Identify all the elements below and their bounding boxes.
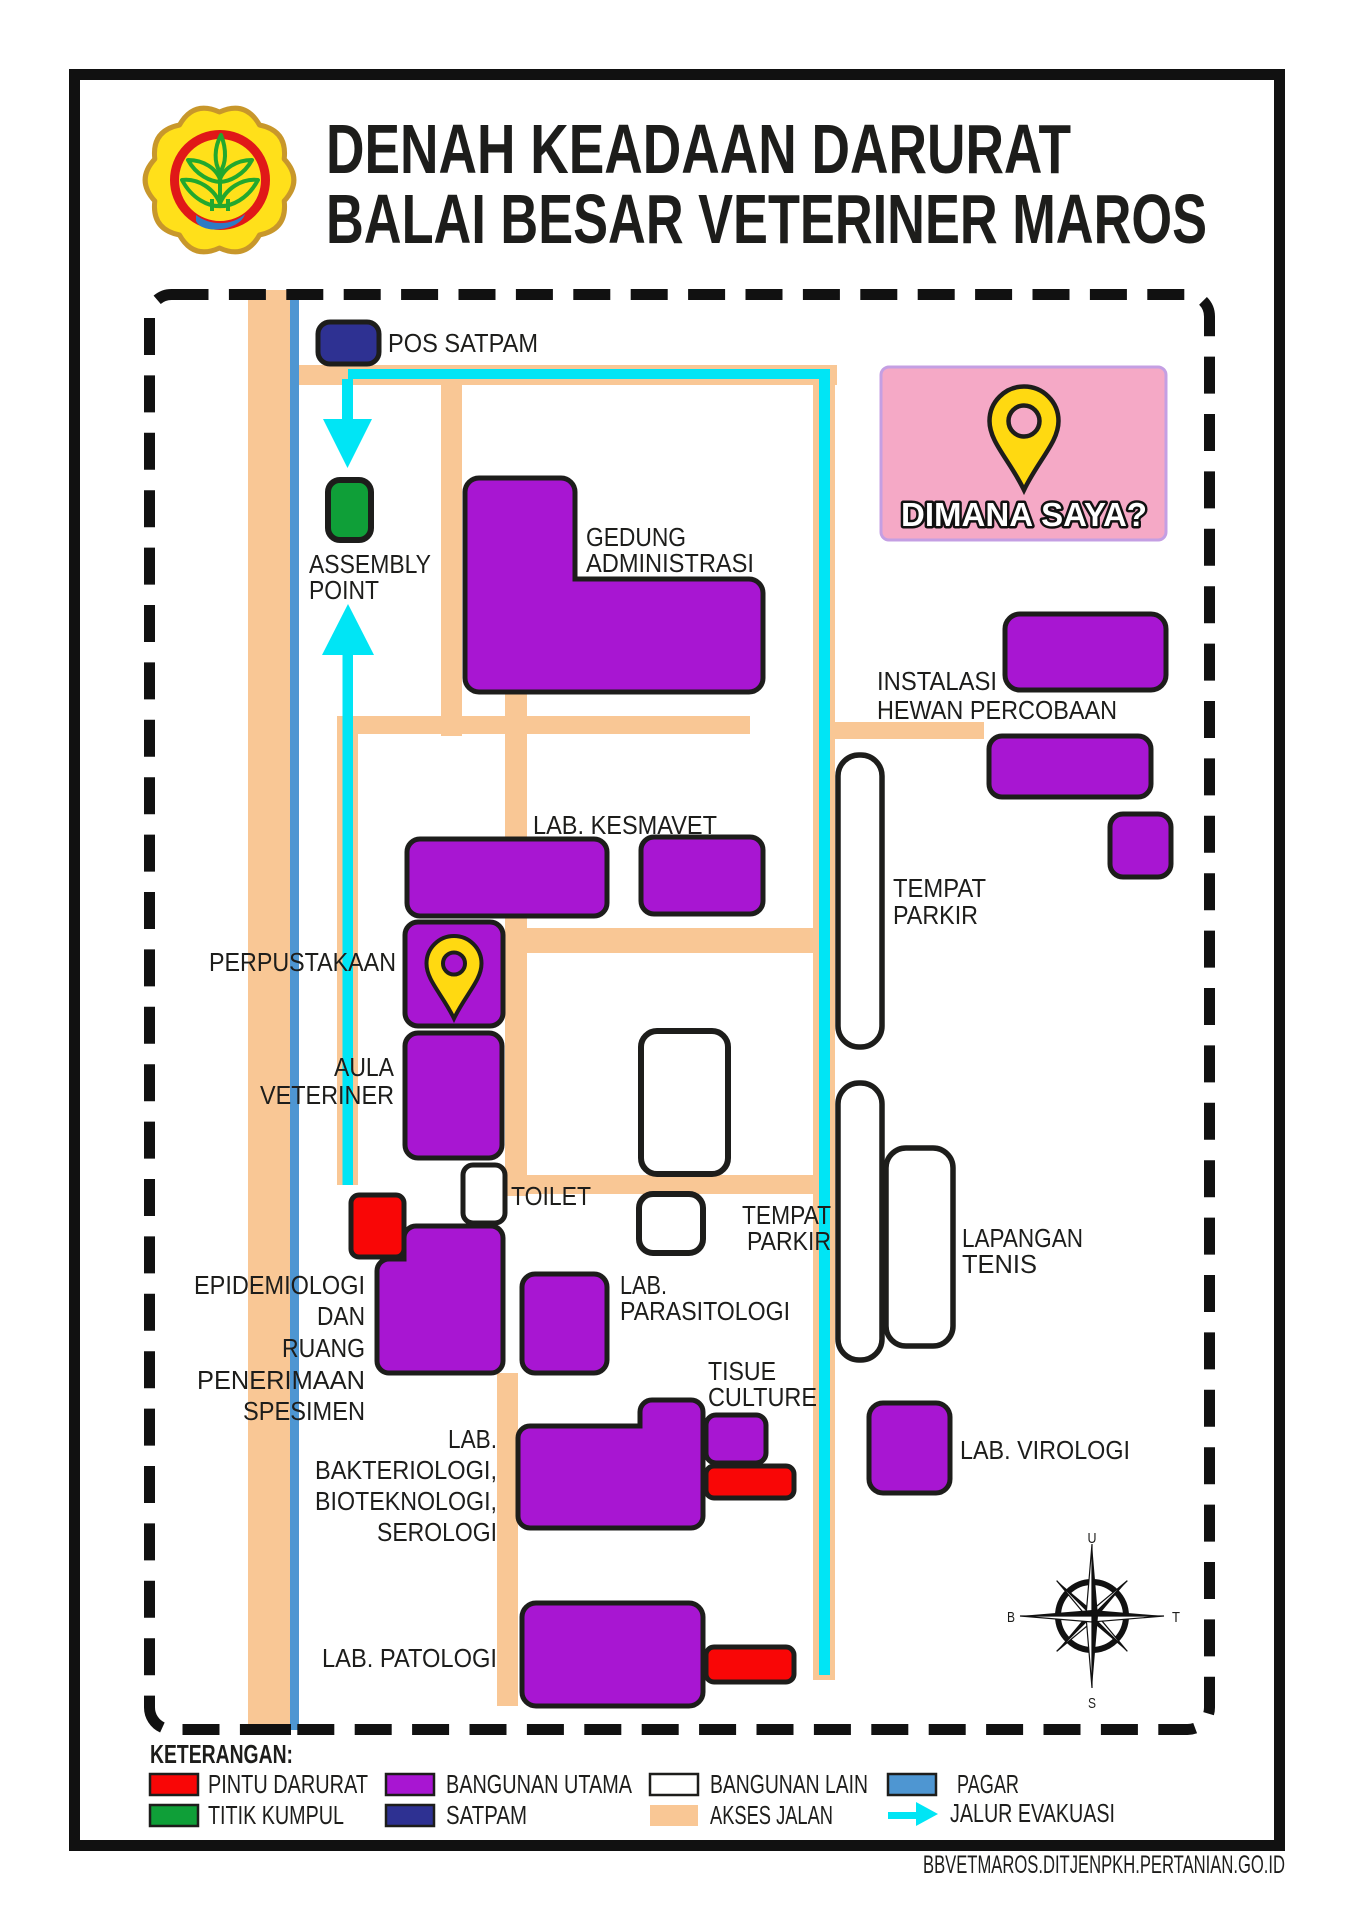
svg-text:TOILET: TOILET xyxy=(511,1181,591,1211)
svg-text:ADMINISTRASI: ADMINISTRASI xyxy=(586,548,754,578)
svg-text:ASSEMBLY: ASSEMBLY xyxy=(309,549,431,579)
svg-text:DIMANA SAYA?: DIMANA SAYA? xyxy=(901,496,1147,533)
svg-text:AKSES JALAN: AKSES JALAN xyxy=(710,1800,833,1830)
svg-text:LAB. VIROLOGI: LAB. VIROLOGI xyxy=(960,1435,1130,1465)
svg-text:B: B xyxy=(1007,1609,1015,1626)
svg-text:U: U xyxy=(1088,1530,1097,1547)
svg-text:POS SATPAM: POS SATPAM xyxy=(388,328,538,358)
svg-text:SPESIMEN: SPESIMEN xyxy=(243,1396,365,1426)
svg-text:BIOTEKNOLOGI,: BIOTEKNOLOGI, xyxy=(315,1486,497,1516)
svg-text:TEMPAT: TEMPAT xyxy=(893,873,986,903)
svg-text:PARASITOLOGI: PARASITOLOGI xyxy=(620,1296,790,1326)
svg-text:PERPUSTAKAAN: PERPUSTAKAAN xyxy=(209,947,396,977)
svg-text:PAGAR: PAGAR xyxy=(957,1769,1019,1799)
svg-text:DENAH KEADAAN DARURAT: DENAH KEADAAN DARURAT xyxy=(326,110,1071,188)
svg-text:TENIS: TENIS xyxy=(962,1249,1037,1279)
svg-text:PARKIR: PARKIR xyxy=(747,1226,831,1256)
svg-text:DAN: DAN xyxy=(317,1301,365,1331)
svg-text:SATPAM: SATPAM xyxy=(446,1800,527,1830)
svg-text:EPIDEMIOLOGI: EPIDEMIOLOGI xyxy=(194,1270,365,1300)
svg-text:RUANG: RUANG xyxy=(282,1333,365,1363)
svg-text:JALUR EVAKUASI: JALUR EVAKUASI xyxy=(950,1798,1115,1828)
svg-text:LAB.: LAB. xyxy=(620,1270,667,1300)
svg-text:S: S xyxy=(1088,1695,1096,1712)
svg-text:TITIK KUMPUL: TITIK KUMPUL xyxy=(208,1800,344,1830)
svg-text:SEROLOGI: SEROLOGI xyxy=(377,1517,497,1547)
svg-text:AULA: AULA xyxy=(334,1052,395,1082)
svg-text:LAPANGAN: LAPANGAN xyxy=(962,1223,1083,1253)
svg-text:T: T xyxy=(1172,1609,1180,1626)
svg-text:LAB. PATOLOGI: LAB. PATOLOGI xyxy=(322,1643,497,1673)
svg-text:LAB. KESMAVET: LAB. KESMAVET xyxy=(533,810,717,840)
svg-text:PENERIMAAN: PENERIMAAN xyxy=(197,1365,365,1395)
svg-text:VETERINER: VETERINER xyxy=(260,1080,394,1110)
svg-text:CULTURE: CULTURE xyxy=(708,1382,817,1412)
svg-text:HEWAN PERCOBAAN: HEWAN PERCOBAAN xyxy=(877,695,1117,725)
svg-text:POINT: POINT xyxy=(309,575,379,605)
svg-text:BANGUNAN UTAMA: BANGUNAN UTAMA xyxy=(446,1769,632,1799)
svg-text:PINTU DARURAT: PINTU DARURAT xyxy=(208,1769,368,1799)
svg-text:BBVETMAROS.DITJENPKH.PERTANIAN: BBVETMAROS.DITJENPKH.PERTANIAN.GO.ID xyxy=(923,1851,1285,1879)
svg-text:LAB.: LAB. xyxy=(448,1424,497,1454)
svg-text:GEDUNG: GEDUNG xyxy=(586,522,686,552)
svg-text:TISUE: TISUE xyxy=(708,1356,776,1386)
svg-text:TEMPAT: TEMPAT xyxy=(742,1200,831,1230)
svg-text:PARKIR: PARKIR xyxy=(893,900,978,930)
svg-text:INSTALASI: INSTALASI xyxy=(877,666,997,696)
svg-text:BAKTERIOLOGI,: BAKTERIOLOGI, xyxy=(315,1455,497,1485)
svg-text:BANGUNAN LAIN: BANGUNAN LAIN xyxy=(710,1769,868,1799)
svg-text:KETERANGAN:: KETERANGAN: xyxy=(150,1739,293,1769)
svg-text:BALAI BESAR VETERINER MAROS: BALAI BESAR VETERINER MAROS xyxy=(326,180,1207,258)
